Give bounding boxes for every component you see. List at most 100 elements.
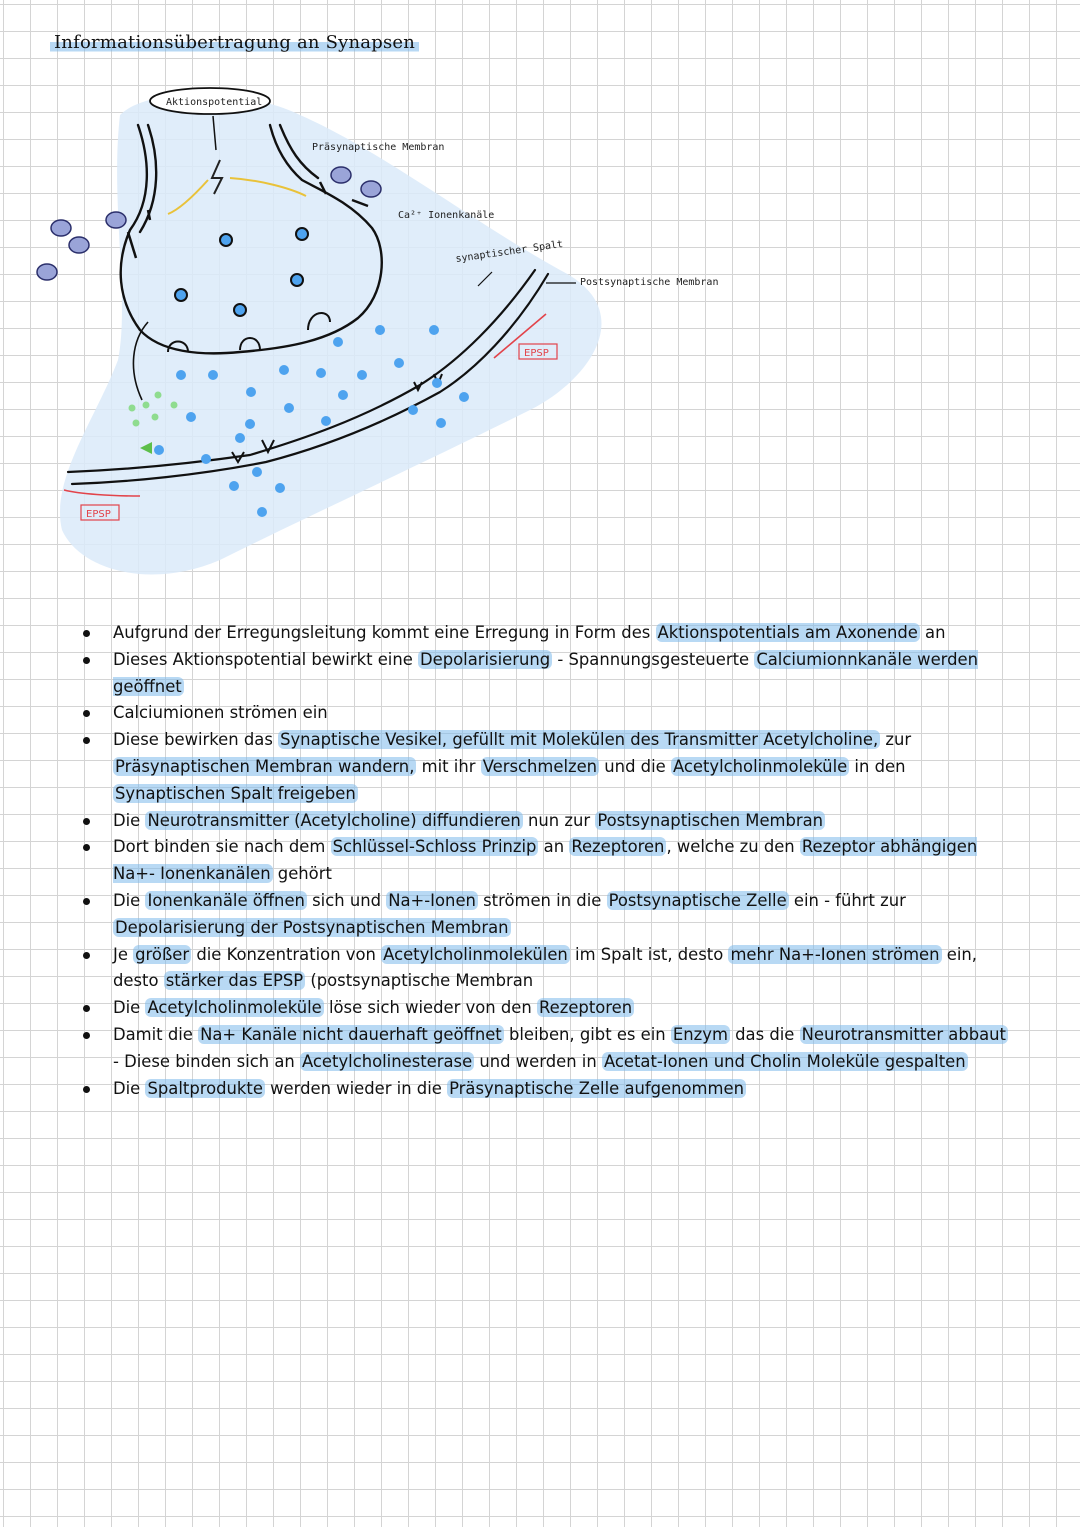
note-item: Dort binden sie nach dem Schlüssel-Schlo… <box>80 834 1015 888</box>
note-item: Die Neurotransmitter (Acetylcholine) dif… <box>80 808 1015 835</box>
highlighted-text: Rezeptoren <box>537 998 635 1018</box>
note-text: Die <box>113 998 146 1018</box>
note-text: Die <box>113 810 146 830</box>
note-text: - Diese binden sich an <box>113 1051 300 1071</box>
postsynaptic-membrane <box>66 268 550 486</box>
praesynaptische-membran-label: Präsynaptische Membran <box>312 142 444 153</box>
highlighted-text: Aktionspotentials am Axonende <box>655 623 920 642</box>
yellow-arrow-left <box>167 179 209 215</box>
note-text: löse sich wieder von den <box>323 998 537 1018</box>
note-text: nun zur <box>522 810 596 830</box>
note-text: gehört <box>272 864 332 884</box>
split-products <box>128 391 178 454</box>
highlighted-text: Postsynaptischen Membran <box>595 810 826 830</box>
note-text: - Spannungsgesteuerte <box>552 649 755 669</box>
yellow-arrow-right <box>229 177 307 197</box>
note-text: werden wieder in die <box>264 1078 448 1098</box>
highlighted-text: Depolarisierung <box>418 649 553 669</box>
synapse-diagram: Aktionspotential Präsynaptische Membran … <box>36 87 718 575</box>
ion-channels <box>126 181 369 259</box>
highlighted-text: Acetat-Ionen und Cholin Moleküle gespalt… <box>601 1051 968 1071</box>
epsp-box-bottom <box>80 504 120 521</box>
highlighted-text: Na+-Ionen <box>386 890 478 910</box>
note-text: Dort binden sie nach dem <box>113 837 331 857</box>
presynaptic-terminal <box>119 123 383 355</box>
note-text: Die <box>113 890 146 910</box>
highlighted-text: Präsynaptische Zelle aufgenommen <box>447 1078 746 1098</box>
note-text: (postsynaptische Membran <box>305 971 534 991</box>
note-text: Calciumionen strömen ein <box>113 703 328 723</box>
epsp-arrow-bottom <box>63 489 141 497</box>
synaptic-vesicles <box>174 227 309 317</box>
note-text: an <box>919 623 946 642</box>
note-item: Aufgrund der Erregungsleitung kommt eine… <box>80 620 1015 647</box>
note-text: und die <box>599 756 671 776</box>
note-text: , welche zu den <box>666 837 800 857</box>
lightning-icon <box>210 159 224 195</box>
highlighted-text: Acetylcholinmoleküle <box>145 998 324 1018</box>
epsp-label-bottom: EPSP <box>86 509 111 520</box>
note-text: Die <box>113 1078 146 1098</box>
note-text: und werden in <box>474 1051 602 1071</box>
highlighted-text: Schlüssel-Schloss Prinzip <box>330 837 539 857</box>
note-text: mit ihr <box>416 756 481 776</box>
highlighted-text: Postsynaptische Zelle <box>606 890 789 910</box>
note-text: Damit die <box>113 1024 199 1044</box>
note-text: die Konzentration von <box>191 944 382 964</box>
highlighted-text: Acetylcholinmolekülen <box>381 944 570 964</box>
note-text: strömen in die <box>477 890 607 910</box>
note-text: Dieses Aktionspotential bewirkt eine <box>113 649 419 669</box>
note-text: das die <box>729 1024 800 1044</box>
highlighted-text: größer <box>133 944 192 964</box>
note-text: zur <box>880 730 912 750</box>
neurotransmitters <box>154 325 469 517</box>
note-text: Diese bewirken das <box>113 730 279 750</box>
highlighted-text: Rezeptoren <box>569 837 667 857</box>
epsp-label-top: EPSP <box>524 348 549 359</box>
note-item: Dieses Aktionspotential bewirkt eine Dep… <box>80 647 1015 701</box>
epsp-box-top <box>518 343 558 360</box>
highlighted-text: Spaltprodukte <box>145 1078 265 1098</box>
note-text: sich und <box>306 890 387 910</box>
note-text: in den <box>849 756 906 776</box>
highlighted-text: Ionenkanäle öffnen <box>145 890 307 910</box>
aktionspotential-label: Aktionspotential <box>166 97 262 108</box>
highlighted-text: Synaptischen Spalt freigeben <box>113 783 358 803</box>
highlighted-text: Acetylcholinesterase <box>300 1051 475 1071</box>
postsynaptische-membran-label: Postsynaptische Membran <box>580 277 718 288</box>
note-text: Aufgrund der Erregungsleitung kommt eine… <box>113 623 656 642</box>
note-text: Je <box>113 944 134 964</box>
recycling-arrow <box>132 321 149 401</box>
highlighted-text: Neurotransmitter abbaut <box>799 1024 1008 1044</box>
highlighted-text: mehr Na+-Ionen strömen <box>728 944 942 964</box>
page-title: Informationsübertragung an Synapsen <box>50 32 420 53</box>
note-text: ein - führt zur <box>788 890 906 910</box>
highlighted-text: Präsynaptischen Membran wandern, <box>113 756 417 776</box>
fused-vesicles <box>167 312 331 353</box>
note-text: bleiben, gibt es ein <box>503 1024 671 1044</box>
note-text: an <box>538 837 570 857</box>
highlighted-text: Acetylcholinmoleküle <box>670 756 850 776</box>
note-item: Je größer die Konzentration von Acetylch… <box>80 942 1015 996</box>
highlighted-text: Depolarisierung der Postsynaptischen Mem… <box>113 917 511 937</box>
note-item: Damit die Na+ Kanäle nicht dauerhaft geö… <box>80 1022 1015 1076</box>
note-item: Diese bewirken das Synaptische Vesikel, … <box>80 727 1015 807</box>
note-item: Calciumionen strömen ein <box>80 700 1015 727</box>
highlighted-text: Na+ Kanäle nicht dauerhaft geöffnet <box>198 1024 504 1044</box>
note-text: im Spalt ist, desto <box>569 944 729 964</box>
epsp-arrow-top <box>493 313 547 359</box>
note-item: Die Acetylcholinmoleküle löse sich wiede… <box>80 995 1015 1022</box>
notes-list: Aufgrund der Erregungsleitung kommt eine… <box>80 620 1015 1102</box>
highlighted-text: Verschmelzen <box>480 756 600 776</box>
note-text: ein, desto <box>113 944 977 991</box>
highlighted-text: stärker das EPSP <box>163 971 306 991</box>
ionenkanaele-label: Ca²⁺ Ionenkanäle <box>398 210 494 221</box>
highlighted-text: Enzym <box>670 1024 730 1044</box>
highlighted-text: Neurotransmitter (Acetylcholine) diffund… <box>145 810 523 830</box>
note-item: Die Ionenkanäle öffnen sich und Na+-Ione… <box>80 888 1015 942</box>
calcium-ions <box>36 166 382 281</box>
highlighted-text: Synaptische Vesikel, gefüllt mit Molekül… <box>278 730 881 750</box>
arrow-down <box>212 115 217 151</box>
label-leader-spalt <box>477 271 493 287</box>
note-item: Die Spaltprodukte werden wieder in die P… <box>80 1076 1015 1103</box>
